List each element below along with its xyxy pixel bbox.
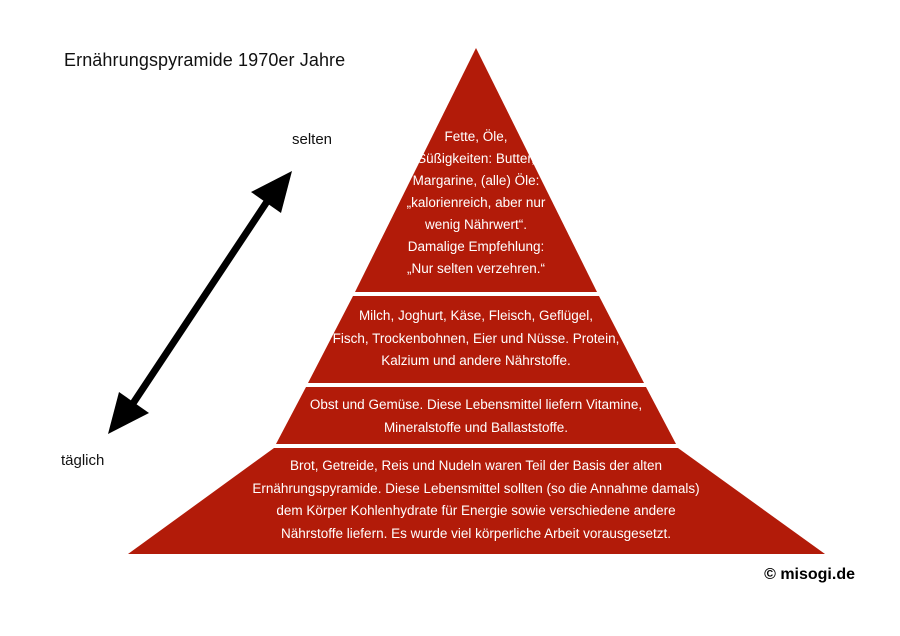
pyramid-tier-1-shape [355, 48, 597, 292]
frequency-double-arrow-icon [108, 171, 292, 434]
copyright-credit: © misogi.de [764, 566, 855, 583]
pyramid-tier-2-shape [308, 296, 644, 383]
pyramid-tier-4-shape [128, 448, 825, 554]
page-title: Ernährungspyramide 1970er Jahre [64, 50, 346, 70]
frequency-label-selten: selten [292, 131, 333, 148]
pyramid-tier-3-shape [276, 387, 676, 444]
frequency-label-taeglich: täglich [61, 452, 105, 469]
